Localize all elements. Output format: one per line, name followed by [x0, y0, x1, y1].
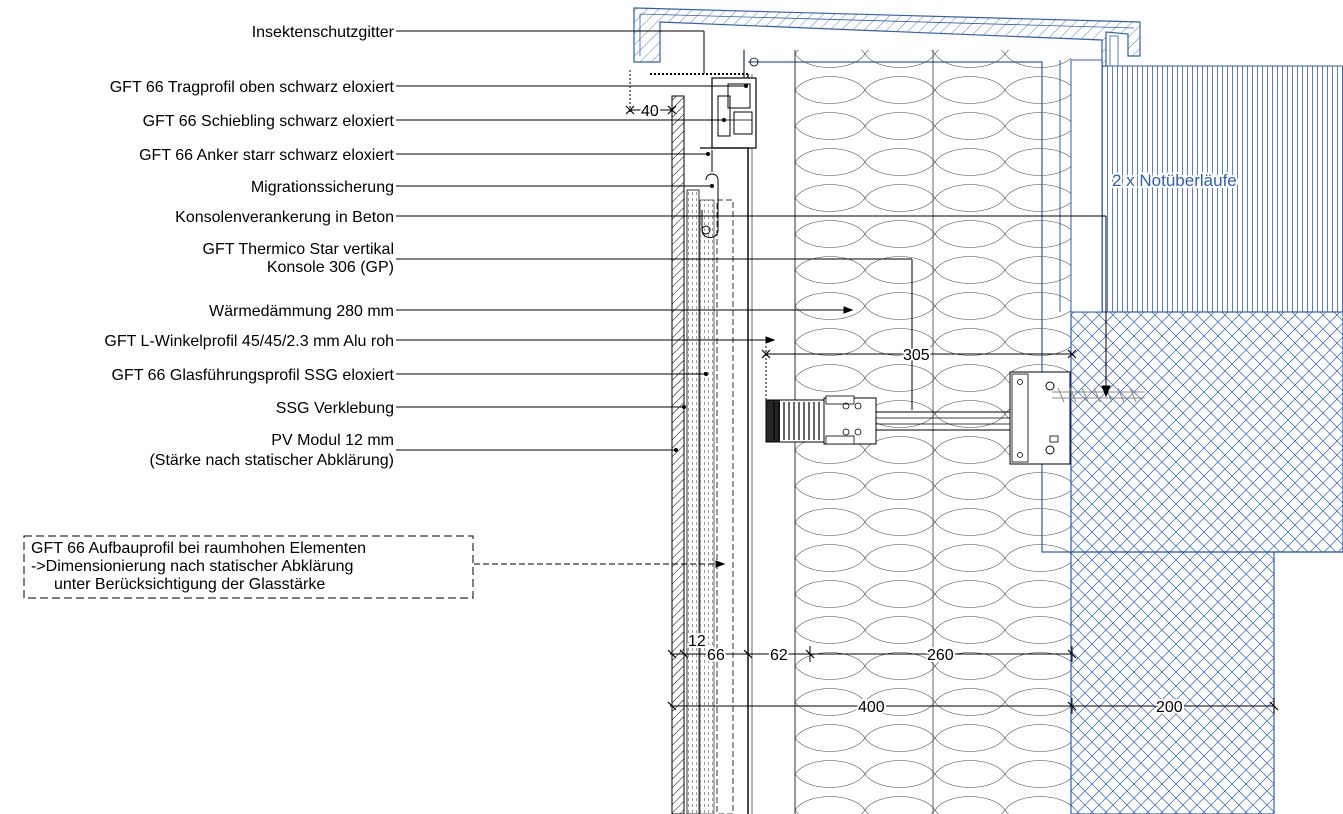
note-line2: ->Dimensionierung nach statischer Abklär… — [31, 558, 353, 575]
facade-elements — [650, 40, 759, 814]
label-thermico-line1: GFT Thermico Star vertikal — [203, 241, 394, 258]
pv-module — [671, 95, 685, 814]
concrete-structure: 2 x Notüberläufe — [633, 7, 1343, 814]
dimension-ticks — [625, 105, 1279, 711]
label-migrationssicherung: Migrationssicherung — [251, 179, 394, 196]
thermico-console — [765, 371, 1145, 465]
label-pv-modul-line2: (Stärke nach statischer Abklärung) — [149, 452, 394, 469]
concrete-slab — [1070, 311, 1343, 553]
parapet-core — [1070, 59, 1103, 313]
label-ssg-verklebung: SSG Verklebung — [276, 400, 394, 417]
label-konsolenverankerung: Konsolenverankerung in Beton — [175, 209, 394, 226]
dim-305: 305 — [903, 347, 930, 364]
dim-260: 260 — [927, 647, 954, 664]
note-line3: unter Berücksichtigung der Glasstärke — [54, 576, 325, 593]
aufbauprofil-note: GFT 66 Aufbauprofil bei raumhohen Elemen… — [23, 535, 474, 599]
label-anker: GFT 66 Anker starr schwarz eloxiert — [139, 147, 394, 164]
annotation-labels: Insektenschutzgitter GFT 66 Tragprofil o… — [104, 24, 394, 469]
label-insektenschutzgitter: Insektenschutzgitter — [252, 24, 395, 41]
dim-400: 400 — [858, 699, 885, 716]
label-schiebling: GFT 66 Schiebling schwarz eloxiert — [143, 113, 395, 130]
label-pv-modul-line1: PV Modul 12 mm — [271, 432, 394, 449]
dim-66: 66 — [707, 647, 725, 664]
dim-62: 62 — [770, 647, 788, 664]
glass-guide-profile — [686, 189, 700, 814]
dim-200: 200 — [1156, 699, 1183, 716]
label-tragprofil: GFT 66 Tragprofil oben schwarz eloxiert — [110, 79, 395, 96]
note-box — [23, 535, 474, 599]
parapet-coping — [633, 7, 1141, 67]
roof-buildup — [1101, 65, 1343, 313]
leader-lines — [396, 30, 1111, 568]
concrete-wall — [1070, 551, 1275, 814]
label-glasfuehrungsprofil: GFT 66 Glasführungsprofil SSG eloxiert — [112, 367, 395, 384]
label-thermico-line2: Konsole 306 (GP) — [267, 259, 394, 276]
notueberlaeufe-label: 2 x Notüberläufe — [1112, 171, 1237, 190]
note-line1: GFT 66 Aufbauprofil bei raumhohen Elemen… — [31, 540, 366, 557]
aufbauprofil-outline — [716, 199, 734, 814]
dimension-lines — [629, 70, 1275, 714]
dim-12: 12 — [688, 633, 706, 650]
dimension-values: 40 305 12 66 62 260 400 200 — [639, 101, 1185, 718]
label-waermedaemmung: Wärmedämmung 280 mm — [209, 303, 394, 320]
dim-40: 40 — [641, 103, 659, 120]
label-l-winkelprofil: GFT L-Winkelprofil 45/45/2.3 mm Alu roh — [104, 333, 394, 350]
